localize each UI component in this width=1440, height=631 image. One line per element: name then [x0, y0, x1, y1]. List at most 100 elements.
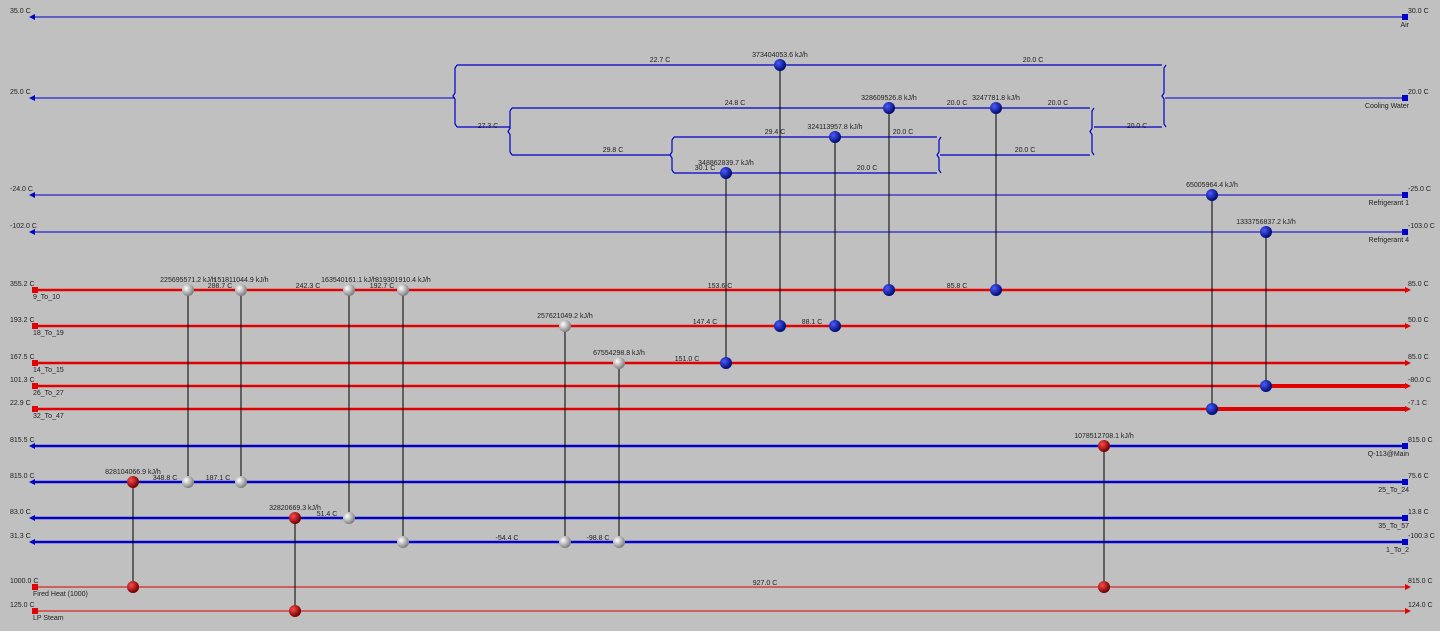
intermediate-temp-label: 151.0 C: [675, 356, 700, 363]
exchanger-node-process[interactable]: [343, 512, 355, 524]
stream-start-marker[interactable]: [1402, 192, 1408, 198]
exchanger-node-process[interactable]: [559, 536, 571, 548]
exchanger-duty-label: 3247781.8 kJ/h: [972, 95, 1020, 102]
splitter-mixer[interactable]: [936, 136, 942, 174]
exchanger-node-heater[interactable]: [289, 605, 301, 617]
stream-outlet-temp: 124.0 C: [1408, 602, 1433, 609]
exchanger-duty-label: 151811044.9 kJ/h: [213, 277, 268, 284]
stream-inlet-temp: -103.0 C: [1408, 223, 1435, 230]
splitter-mixer[interactable]: [507, 107, 513, 156]
intermediate-temp-label: 20.0 C: [1015, 147, 1036, 154]
stream-start-marker[interactable]: [32, 360, 38, 366]
exchanger-duty-label: 257621049.2 kJ/h: [537, 313, 593, 320]
exchanger-node-cooler[interactable]: [990, 102, 1002, 114]
exchanger-node-heater[interactable]: [127, 581, 139, 593]
exchanger-node-process[interactable]: [343, 284, 355, 296]
exchanger-node-heater[interactable]: [289, 512, 301, 524]
stream-start-marker[interactable]: [1402, 479, 1408, 485]
exchanger-duty-label: 828104066.9 kJ/h: [105, 469, 161, 476]
stream-inlet-temp: -25.0 C: [1408, 186, 1431, 193]
stream-start-marker[interactable]: [32, 287, 38, 293]
splitter-mixer[interactable]: [669, 136, 675, 174]
intermediate-temp-label: 20.0 C: [857, 165, 878, 172]
exchanger-node-cooler[interactable]: [1206, 189, 1218, 201]
stream-start-marker[interactable]: [32, 584, 38, 590]
intermediate-temp-label: 348.8 C: [153, 475, 178, 482]
exchanger-node-heater[interactable]: [127, 476, 139, 488]
exchanger-node-cooler[interactable]: [1260, 226, 1272, 238]
stream-start-marker[interactable]: [1402, 95, 1408, 101]
exchanger-node-process[interactable]: [613, 357, 625, 369]
exchanger-node-process[interactable]: [235, 476, 247, 488]
exchanger-duty-label: 163540161.1 kJ/h: [321, 277, 377, 284]
exchanger-node-cooler[interactable]: [883, 284, 895, 296]
stream-start-marker[interactable]: [1402, 14, 1408, 20]
arrow-left-icon: [29, 539, 35, 545]
stream-start-marker[interactable]: [32, 406, 38, 412]
exchanger-duty-label: 1078512708.1 kJ/h: [1074, 433, 1134, 440]
intermediate-temp-label: 85.8 C: [947, 283, 968, 290]
intermediate-temp-label: 192.7 C: [370, 283, 395, 290]
exchanger-node-cooler[interactable]: [829, 320, 841, 332]
exchanger-node-cooler[interactable]: [1206, 403, 1218, 415]
stream-start-marker[interactable]: [1402, 443, 1408, 449]
stream-start-marker[interactable]: [1402, 539, 1408, 545]
splitter-mixer[interactable]: [1089, 107, 1095, 156]
stream-name: 25_To_24: [1378, 487, 1409, 494]
exchanger-node-heater[interactable]: [1098, 581, 1110, 593]
exchanger-node-cooler[interactable]: [774, 320, 786, 332]
exchanger-duty-label: 67554298.8 kJ/h: [593, 350, 645, 357]
exchanger-duty-label: 1333756837.2 kJ/h: [1236, 219, 1296, 226]
exchanger-node-cooler[interactable]: [774, 59, 786, 71]
stream-start-marker[interactable]: [1402, 515, 1408, 521]
stream-start-marker[interactable]: [32, 383, 38, 389]
stream-start-marker[interactable]: [32, 323, 38, 329]
stream-inlet-temp: 125.0 C: [10, 602, 35, 609]
exchanger-duty-label: 65005964.4 kJ/h: [1186, 182, 1238, 189]
stream-name: Refrigerant 1: [1369, 200, 1410, 207]
exchanger-node-cooler[interactable]: [720, 167, 732, 179]
stream-inlet-temp: 22.9 C: [10, 400, 31, 407]
arrow-left-icon: [29, 14, 35, 20]
exchanger-duty-label: 225695571.2 kJ/h: [160, 277, 216, 284]
stream-name: Fired Heat (1000): [33, 591, 88, 598]
arrow-left-icon: [29, 192, 35, 198]
exchanger-node-heater[interactable]: [1098, 440, 1110, 452]
stream-outlet-temp: 815.0 C: [10, 473, 35, 480]
stream-inlet-temp: 75.6 C: [1408, 473, 1429, 480]
stream-inlet-temp: 355.2 C: [10, 281, 35, 288]
intermediate-temp-label: 153.6 C: [708, 283, 733, 290]
exchanger-node-process[interactable]: [182, 284, 194, 296]
stream-outlet-temp: 50.0 C: [1408, 317, 1429, 324]
stream-name: 14_To_15: [33, 367, 64, 374]
splitter-mixer[interactable]: [452, 64, 458, 128]
stream-name: Q-113@Main: [1368, 451, 1409, 458]
exchanger-node-cooler[interactable]: [829, 131, 841, 143]
stream-inlet-temp: 167.5 C: [10, 354, 35, 361]
exchanger-node-process[interactable]: [182, 476, 194, 488]
intermediate-temp-label: 29.8 C: [603, 147, 624, 154]
exchanger-duty-label: 328609526.8 kJ/h: [861, 95, 917, 102]
intermediate-temp-label: 242.3 C: [296, 283, 321, 290]
exchanger-duty-label: 348862839.7 kJ/h: [698, 160, 754, 167]
exchanger-node-cooler[interactable]: [720, 357, 732, 369]
exchanger-node-process[interactable]: [235, 284, 247, 296]
stream-outlet-temp: 85.0 C: [1408, 281, 1429, 288]
stream-start-marker[interactable]: [1402, 229, 1408, 235]
arrow-left-icon: [29, 515, 35, 521]
splitter-mixer[interactable]: [1161, 64, 1167, 128]
intermediate-temp-label: 288.7 C: [208, 283, 233, 290]
stream-inlet-temp: 20.0 C: [1408, 89, 1429, 96]
stream-inlet-temp: 1000.0 C: [10, 578, 38, 585]
stream-outlet-temp: 83.0 C: [10, 509, 31, 516]
exchanger-node-process[interactable]: [397, 536, 409, 548]
exchanger-node-cooler[interactable]: [990, 284, 1002, 296]
exchanger-node-cooler[interactable]: [1260, 380, 1272, 392]
exchanger-node-process[interactable]: [613, 536, 625, 548]
intermediate-temp-label: 27.3 C: [478, 123, 499, 130]
exchanger-node-process[interactable]: [559, 320, 571, 332]
exchanger-node-cooler[interactable]: [883, 102, 895, 114]
stream-start-marker[interactable]: [32, 608, 38, 614]
exchanger-node-process[interactable]: [397, 284, 409, 296]
